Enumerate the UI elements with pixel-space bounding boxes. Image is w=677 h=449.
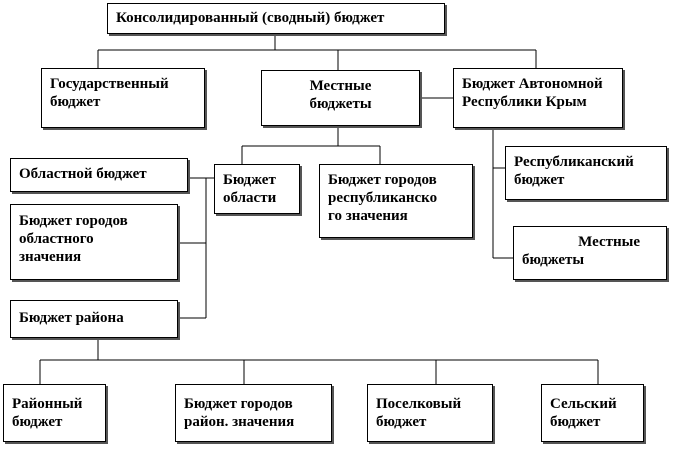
root-box: Консолидированный (сводный) бюджет: [107, 3, 445, 34]
district-budget-label: Бюджет района: [19, 310, 124, 326]
district-own-line2: бюджет: [12, 414, 63, 430]
local-budgets-line1: Местные: [309, 78, 372, 94]
local-budgets-box: Местные бюджеты: [261, 70, 420, 126]
oblast-cities-line2: областного: [19, 231, 94, 247]
republican-budget-line1: Республиканский: [514, 154, 634, 170]
republican-cities-line1: Бюджет городов: [328, 172, 437, 188]
settlement-line1: Поселковый: [376, 396, 462, 412]
oblast-budget-line1: Бюджет: [223, 172, 276, 188]
district-own-line1: Районный: [12, 396, 83, 412]
oblast-budget-box: Бюджет области: [214, 164, 300, 214]
settlement-box: Поселковый бюджет: [367, 384, 493, 442]
regional-budget-label: Областной бюджет: [19, 166, 147, 182]
district-budget-box: Бюджет района: [10, 300, 178, 338]
regional-budget-box: Областной бюджет: [10, 158, 188, 192]
district-cities-box: Бюджет городов район. значения: [175, 384, 332, 442]
settlement-line2: бюджет: [376, 414, 427, 430]
state-budget-line2: бюджет: [50, 94, 101, 110]
local-budgets-line2: бюджеты: [309, 96, 372, 112]
republican-cities-line2: республиканско: [328, 190, 438, 206]
district-cities-line1: Бюджет городов: [184, 396, 293, 412]
rural-box: Сельский бюджет: [541, 384, 644, 442]
crimea-local-box: Местные бюджеты: [513, 226, 667, 280]
republican-cities-box: Бюджет городов республиканско го значени…: [319, 164, 473, 238]
republican-budget-box: Республиканский бюджет: [505, 146, 667, 200]
oblast-cities-line1: Бюджет городов: [19, 213, 128, 229]
oblast-cities-line3: значения: [19, 249, 82, 265]
root-label: Консолидированный (сводный) бюджет: [116, 10, 385, 26]
state-budget-line1: Государственный: [50, 76, 169, 92]
district-own-box: Районный бюджет: [3, 384, 106, 442]
crimea-local-line2: бюджеты: [522, 252, 585, 268]
state-budget-box: Государственный бюджет: [41, 68, 205, 128]
district-cities-line2: район. значения: [184, 414, 295, 430]
oblast-budget-line2: области: [223, 190, 277, 206]
crimea-budget-box: Бюджет Автономной Республики Крым: [453, 68, 623, 128]
crimea-budget-line1: Бюджет Автономной: [462, 76, 603, 92]
rural-line2: бюджет: [550, 414, 601, 430]
crimea-budget-line2: Республики Крым: [462, 94, 587, 110]
crimea-local-line1: Местные: [578, 234, 640, 250]
rural-line1: Сельский: [550, 396, 617, 412]
republican-cities-line3: го значения: [328, 208, 408, 224]
oblast-cities-box: Бюджет городов областного значения: [10, 204, 178, 280]
republican-budget-line2: бюджет: [514, 172, 565, 188]
